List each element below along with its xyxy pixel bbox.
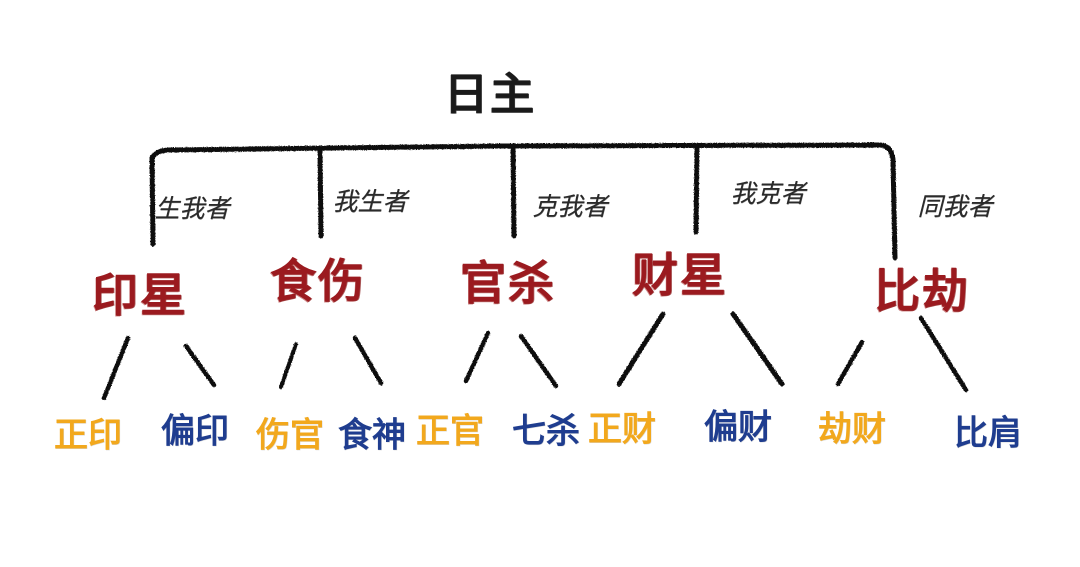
root-day-master: 日主 (444, 69, 536, 120)
branch-1b (183, 343, 217, 388)
leaf-label-qi-sha: 七杀 (512, 411, 580, 452)
leaf-label-pian-yin: 偏印 (161, 411, 229, 452)
drop-line-3 (510, 144, 517, 239)
drop-line-4 (693, 143, 700, 235)
drop-line-5 (890, 157, 898, 261)
group-label-yin-xing: 印星 (92, 268, 188, 322)
leaf-label-pian-cai: 偏财 (704, 407, 772, 448)
group-label-bi-jie: 比劫 (874, 264, 970, 318)
drop-line-1 (149, 155, 156, 247)
group-label-guan-sha: 官杀 (460, 256, 556, 310)
leaf-label-bi-jian: 比肩 (954, 413, 1022, 454)
top-bracket-bar (149, 142, 896, 163)
relation-label-4: 我克者 (730, 179, 806, 208)
leaf-label-zheng-cai: 正财 (588, 409, 656, 450)
branch-4a (616, 311, 666, 387)
drop-line-2 (317, 147, 324, 239)
group-label-shi-shang: 食伤 (270, 254, 366, 308)
group-label-cai-xing: 财星 (632, 248, 728, 302)
relation-label-1: 生我者 (154, 194, 230, 223)
branch-5a (835, 339, 865, 387)
branch-5b (918, 315, 969, 393)
leaf-label-jie-cai: 劫财 (818, 409, 886, 450)
relation-label-5: 同我者 (917, 192, 993, 221)
branch-2b (352, 335, 384, 386)
relation-label-3: 克我者 (532, 192, 608, 221)
branch-4b (730, 311, 785, 387)
leaf-label-zheng-yin: 正印 (54, 415, 122, 456)
branch-1a (101, 335, 131, 401)
branch-3a (463, 330, 491, 384)
leaf-label-zheng-guan: 正官 (416, 411, 484, 452)
leaf-label-shang-guan: 伤官 (256, 415, 324, 456)
leaf-label-shi-shen: 食神 (338, 415, 406, 456)
branch-3b (518, 333, 559, 389)
relation-label-2: 我生者 (332, 187, 408, 216)
branch-2a (279, 342, 298, 389)
